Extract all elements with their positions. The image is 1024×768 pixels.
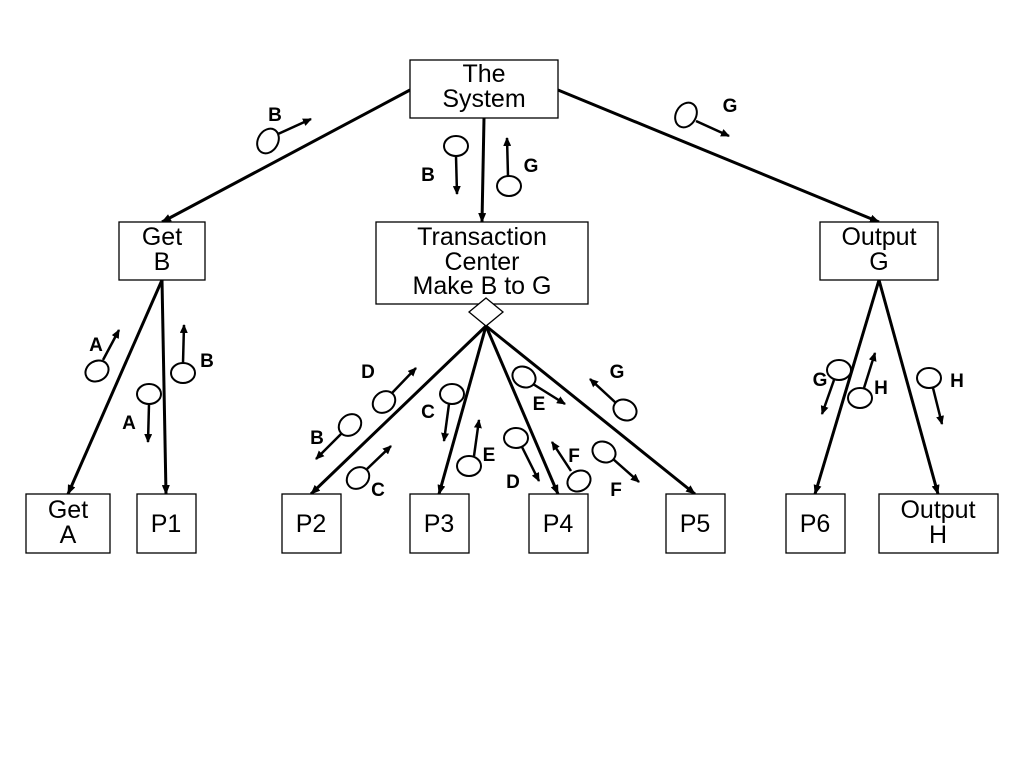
node-transaction-center: Transaction Center Make B to G (375, 221, 589, 305)
data-couple-label: C (371, 480, 385, 501)
data-couple-label: G (610, 362, 625, 383)
data-couple-h: H (847, 352, 888, 409)
node-p5: P5 (665, 493, 726, 554)
data-couple-c: C (345, 445, 392, 501)
connector-output_g-to-p6 (813, 279, 881, 495)
data-couple-label: B (310, 428, 324, 449)
data-couple-label: F (610, 480, 622, 501)
data-couple-a: A (122, 383, 162, 443)
connector-transaction-to-p3 (437, 325, 488, 495)
data-couple-d: D (361, 362, 417, 414)
node-get-a: Get A (25, 493, 111, 554)
node-get-b: Get B (118, 221, 206, 281)
node-label-line: Get (48, 496, 88, 524)
connector-get_b-to-get_a (66, 279, 164, 495)
node-label-line: Center (444, 248, 519, 276)
transaction-diamond (467, 297, 505, 327)
node-p2: P2 (281, 493, 342, 554)
data-couple-label: D (506, 472, 520, 493)
data-couple-g: G (813, 359, 852, 415)
connector-system-to-output_g (557, 88, 880, 224)
node-label-line: The (462, 60, 505, 88)
node-label-line: Make B to G (413, 272, 552, 300)
data-couple-label: E (483, 445, 496, 466)
node-output-g: Output G (819, 221, 939, 281)
connector-system-to-get_b (161, 88, 411, 224)
node-label-line: Get (142, 223, 182, 251)
connector-system-to-transaction (478, 117, 487, 223)
node-label-line: B (154, 248, 171, 276)
data-couple-label: E (533, 394, 546, 415)
node-label-line: P1 (151, 510, 182, 538)
data-couple-e: E (456, 419, 496, 477)
data-couple-h: H (916, 367, 964, 425)
data-couple-label: H (874, 378, 888, 399)
node-p1: P1 (136, 493, 197, 554)
node-p3: P3 (409, 493, 470, 554)
data-couple-d: D (503, 427, 541, 493)
data-couple-b: B (421, 135, 469, 195)
connector-output_g-to-output_h (877, 279, 940, 495)
node-p4: P4 (528, 493, 589, 554)
node-label-line: Transaction (417, 223, 547, 251)
connector-transaction-to-p5 (485, 324, 696, 496)
data-couple-label: A (122, 413, 136, 434)
data-couple-label: H (950, 371, 964, 392)
data-couple-label: B (200, 351, 214, 372)
node-label-line: P3 (424, 510, 455, 538)
data-couple-f: F (591, 440, 640, 501)
node-the-system: The System (409, 59, 559, 119)
data-couple-label: D (361, 362, 375, 383)
data-couple-label: B (268, 105, 282, 126)
node-p6: P6 (785, 493, 846, 554)
data-couple-b: B (256, 105, 312, 155)
node-label-line: G (869, 248, 888, 276)
data-couple-a: A (84, 329, 121, 383)
node-label-line: Output (900, 496, 975, 524)
data-couple-label: B (421, 165, 435, 186)
node-label-line: System (442, 85, 525, 113)
node-label-line: P2 (296, 510, 327, 538)
data-couple-g: G (496, 137, 539, 197)
data-couple-label: G (723, 96, 738, 117)
node-label-line: P6 (800, 510, 831, 538)
node-label-line: Output (841, 223, 916, 251)
node-label-line: A (60, 521, 77, 549)
data-couple-b: B (170, 324, 214, 384)
connector-transaction-to-p2 (309, 324, 488, 496)
data-couple-c: C (421, 383, 465, 442)
data-couple-label: G (813, 370, 828, 391)
data-couple-g: G (674, 96, 738, 138)
node-label-line: H (929, 521, 947, 549)
node-label-line: P4 (543, 510, 574, 538)
node-label-line: P5 (680, 510, 711, 538)
connector-layer (66, 88, 940, 496)
data-couple-f: F (550, 441, 592, 493)
connector-get_b-to-p1 (160, 279, 170, 495)
data-couple-label: F (568, 446, 580, 467)
node-output-h: Output H (878, 493, 999, 554)
data-couple-b: B (310, 413, 363, 460)
data-couple-e: E (511, 365, 566, 415)
data-couple-label: C (421, 402, 435, 423)
data-couple-g: G (589, 362, 638, 422)
connector-transaction-to-p4 (484, 325, 560, 495)
data-couple-label: A (89, 335, 103, 356)
data-couple-label: G (524, 156, 539, 177)
